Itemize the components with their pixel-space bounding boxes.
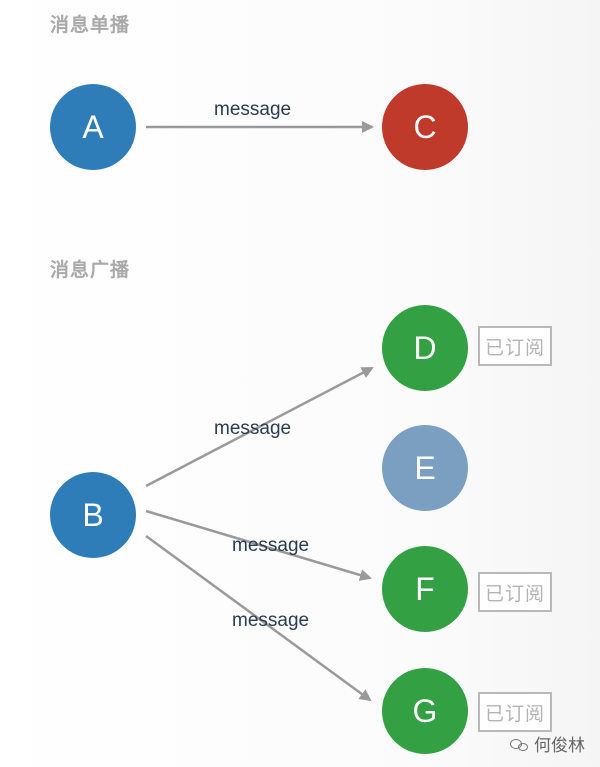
edge-label-b-f: message bbox=[232, 535, 310, 556]
node-c: C bbox=[382, 84, 468, 170]
watermark: 何俊林 bbox=[510, 731, 585, 756]
node-b: B bbox=[50, 472, 136, 558]
section-title-unicast: 消息单播 bbox=[50, 14, 131, 36]
edge-label-a-c: message bbox=[214, 99, 292, 120]
subscribed-badge-f: 已订阅 bbox=[478, 572, 552, 612]
subscribed-badge-g: 已订阅 bbox=[478, 692, 552, 732]
node-e: E bbox=[382, 425, 468, 511]
arrow-b-to-d bbox=[145, 366, 374, 488]
watermark-text: 何俊林 bbox=[534, 736, 585, 756]
subscribed-badge-d: 已订阅 bbox=[478, 326, 552, 366]
section-title-broadcast: 消息广播 bbox=[50, 259, 131, 281]
node-d: D bbox=[382, 305, 468, 391]
edge-label-b-d: message bbox=[214, 418, 292, 439]
node-f: F bbox=[382, 546, 468, 632]
wechat-icon bbox=[510, 737, 528, 751]
edge-label-b-g: message bbox=[232, 610, 310, 631]
node-g: G bbox=[382, 668, 468, 754]
arrow-b-to-f bbox=[145, 509, 372, 581]
arrow-b-to-g bbox=[145, 534, 372, 702]
node-a: A bbox=[50, 84, 136, 170]
